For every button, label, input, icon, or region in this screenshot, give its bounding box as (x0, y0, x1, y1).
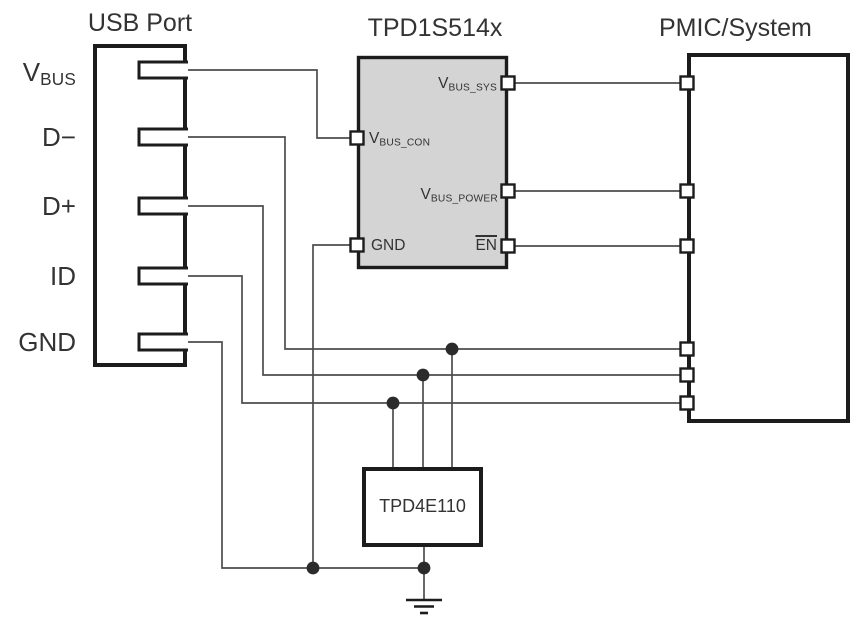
junction-dots (306, 342, 459, 575)
pmic-pin-en (679, 238, 695, 254)
usb-pin-label-gnd: GND (0, 326, 76, 358)
pmic-pin-vbussys (679, 75, 695, 91)
junction-dot (417, 561, 431, 575)
pmic-pin-dplus (679, 367, 695, 383)
wire-chip-gnd-drop (312, 244, 354, 568)
wire-dminus-to-pmic (187, 136, 684, 350)
wire-usb-gnd-rail (187, 341, 424, 569)
wire-vbus-to-vbuscon (187, 69, 352, 139)
tpd1s514x-label-vbussys: VBUS_SYS (377, 75, 497, 97)
usb-pin-label-vbus: VBUS (0, 56, 76, 95)
tpd1s514x-pin-vbuspower (500, 183, 516, 199)
label-sub: BUS_SYS (448, 82, 497, 94)
tpd1s514x-pin-gnd (349, 237, 365, 253)
pmic-pin-vbuspower (679, 183, 695, 199)
label-sub: BUS_POWER (430, 193, 498, 205)
pmic-outline (687, 53, 850, 423)
tpd1s514x-label-vbuscon: VBUS_CON (369, 130, 430, 152)
usb-pin-dminus (137, 127, 188, 147)
label-main: V (420, 186, 431, 203)
tpd1s514x-outline (356, 55, 509, 270)
wire-dplus-to-pmic (187, 205, 684, 376)
usb-pin-vbus (137, 60, 188, 80)
label-main: D− (42, 122, 76, 152)
usb-port-box (93, 44, 188, 367)
tpd1s514x-label-en: EN (438, 237, 497, 255)
usb-pin-dplus (137, 196, 188, 216)
usb-pin-label-dminus: D− (0, 121, 76, 153)
tpd4e110-outline (362, 467, 483, 547)
label-main: GND (371, 237, 406, 254)
tpd1s514x-label-vbuspower: VBUS_POWER (360, 186, 498, 208)
usb-pin-gnd (137, 332, 188, 352)
label-main: V (438, 75, 449, 92)
pmic-title: PMIC/System (659, 14, 812, 42)
label-main: EN (475, 237, 497, 254)
ground-symbol (406, 598, 442, 615)
tpd1s514x-title: TPD1S514x (367, 14, 503, 42)
label-main: V (369, 130, 380, 147)
pmic-pin-id (679, 395, 695, 411)
usb-pin-label-dplus: D+ (0, 190, 76, 222)
pmic-box (679, 53, 850, 423)
label-main: D+ (42, 191, 76, 221)
tpd1s514x-box (349, 55, 516, 270)
label-sub: BUS_CON (379, 137, 431, 149)
usb-port-title: USB Port (87, 9, 193, 37)
tpd1s514x-pin-vbussys (500, 75, 516, 91)
label-main: V (22, 57, 41, 87)
tpd1s514x-pin-en (500, 238, 516, 254)
junction-dot (445, 342, 459, 356)
junction-dot (416, 368, 430, 382)
junction-dot (306, 561, 320, 575)
tpd4e110-title: TPD4E110 (379, 496, 466, 516)
usb-pin-id (137, 266, 188, 286)
label-main: GND (18, 327, 76, 357)
usb-pin-label-id: ID (0, 260, 76, 292)
tpd1s514x-pin-vbuscon (349, 130, 365, 146)
tpd4e110-box (362, 467, 483, 547)
junction-dot (386, 396, 400, 410)
tpd1s514x-label-gnd: GND (371, 237, 405, 255)
wire-id-to-pmic (187, 275, 684, 404)
pmic-pin-dminus (679, 341, 695, 357)
label-sub: BUS (40, 69, 76, 90)
label-main: ID (50, 261, 76, 291)
